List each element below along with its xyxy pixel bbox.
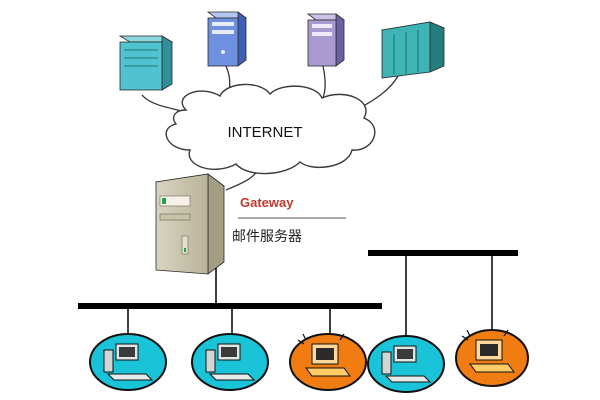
personal-computer-icon (455, 329, 529, 387)
network-bus (78, 250, 518, 336)
server-rack-teal-icon (380, 21, 446, 79)
personal-computer-icon (289, 333, 367, 391)
internet-label: INTERNET (227, 124, 303, 141)
workstation-icon (191, 333, 269, 391)
server-tower-cyan-icon (118, 35, 174, 91)
mail-server-label: 邮件服务器 (232, 229, 302, 245)
workstation-icon (367, 335, 445, 393)
internet-cloud (165, 83, 376, 175)
workstation-icon (89, 333, 167, 391)
gateway-server-icon (154, 173, 226, 275)
server-tower-lavender-icon (306, 13, 346, 67)
gateway-label: Gateway (240, 195, 294, 210)
server-tower-blue-icon (206, 11, 248, 67)
